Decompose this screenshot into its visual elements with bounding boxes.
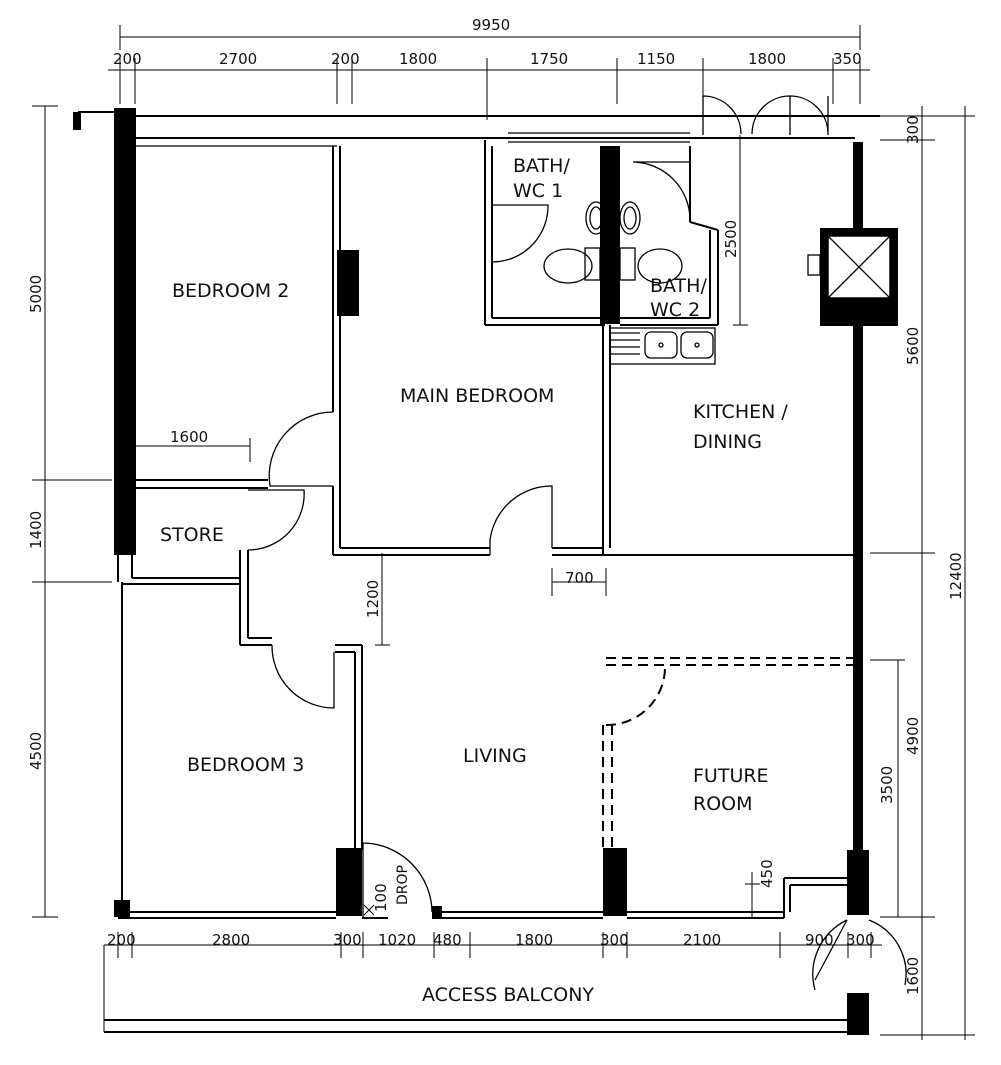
store-label: STORE (160, 524, 224, 546)
dim-right-3: 4900 (904, 717, 922, 755)
dim-right-balcony: 1600 (904, 957, 922, 995)
dim-bottom-1: 2800 (212, 931, 250, 949)
fixtures (543, 201, 898, 365)
dim-internal-1600: 1600 (170, 428, 208, 446)
walls (73, 108, 880, 1035)
dimension-lines (32, 25, 975, 1040)
dim-internal-700: 700 (565, 569, 594, 587)
dim-left-0: 5000 (27, 275, 45, 313)
dim-bottom-7: 2100 (683, 931, 721, 949)
dim-bottom-0: 200 (107, 931, 136, 949)
dim-bottom-2: 300 (333, 931, 362, 949)
living-label: LIVING (463, 745, 527, 767)
dim-top-1: 2700 (219, 50, 257, 68)
dim-right-0: 300 (904, 115, 922, 144)
bath-wc1-label-line2: WC 1 (513, 180, 563, 202)
drop-label: DROP (395, 865, 411, 905)
future-room-label-line2: ROOM (693, 793, 753, 815)
bath-wc1-label-line1: BATH/ (513, 155, 570, 177)
dim-top-7: 350 (833, 50, 862, 68)
dim-right-total: 12400 (947, 552, 965, 600)
bath-wc2-label-line1: BATH/ (650, 275, 707, 297)
dim-top-3: 1800 (399, 50, 437, 68)
access-balcony-label: ACCESS BALCONY (422, 984, 594, 1006)
kitchen-label-line2: DINING (693, 431, 762, 453)
dim-left-1: 1400 (27, 511, 45, 549)
doors (247, 95, 907, 991)
dimension-labels: 9950 200 2700 200 1800 1750 1150 1800 35… (27, 16, 965, 995)
dim-top-0: 200 (113, 50, 142, 68)
dim-bottom-6: 300 (600, 931, 629, 949)
dim-top-4: 1750 (530, 50, 568, 68)
kitchen-label-line1: KITCHEN / (693, 401, 788, 423)
bedroom-2-label: BEDROOM 2 (172, 280, 289, 302)
dim-bottom-9: 300 (846, 931, 875, 949)
bedroom-3-label: BEDROOM 3 (187, 754, 304, 776)
dim-bottom-5: 1800 (515, 931, 553, 949)
dim-top-6: 1800 (748, 50, 786, 68)
future-room-label-line1: FUTURE (693, 765, 769, 787)
main-bedroom-label: MAIN BEDROOM (400, 385, 554, 407)
dim-internal-450: 450 (758, 859, 776, 888)
dim-right-1: 2500 (722, 220, 740, 258)
dim-right-2: 5600 (904, 327, 922, 365)
dim-top-5: 1150 (637, 50, 675, 68)
dim-bottom-8: 900 (805, 931, 834, 949)
dim-right-4: 3500 (878, 766, 896, 804)
dim-internal-100: 100 (372, 883, 390, 912)
dim-internal-1200: 1200 (364, 580, 382, 618)
dim-top-total: 9950 (472, 16, 510, 34)
dim-bottom-4: 480 (433, 931, 462, 949)
dim-left-2: 4500 (27, 732, 45, 770)
bath-wc2-label-line2: WC 2 (650, 299, 700, 321)
dim-top-2: 200 (331, 50, 360, 68)
dim-bottom-3: 1020 (378, 931, 416, 949)
room-labels: BEDROOM 2 MAIN BEDROOM BATH/ WC 1 BATH/ … (160, 155, 788, 1006)
